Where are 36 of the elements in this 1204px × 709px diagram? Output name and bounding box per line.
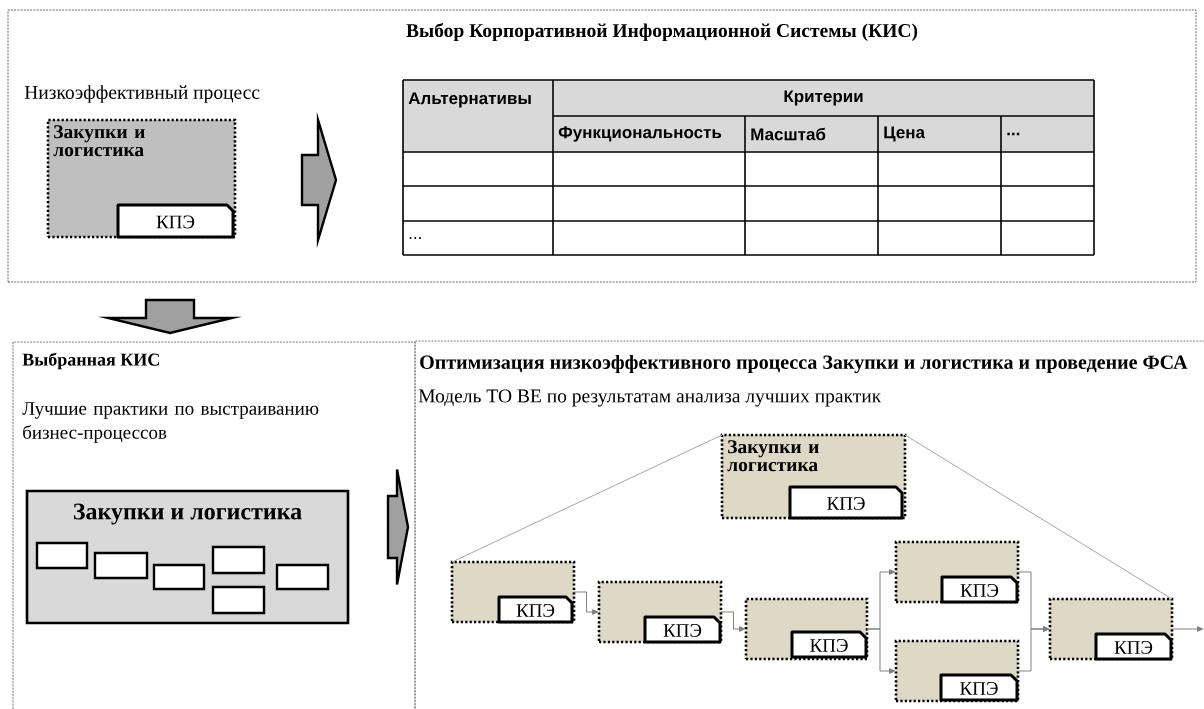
panel-text: Лучшие практики по выстраиванию бизнес-процессов — [22, 402, 319, 443]
panel-text: Модель ТО ВЕ по результатам анализа лучших практик — [418, 389, 882, 407]
connector-line — [451, 434, 723, 563]
kpi-tag: КПЭ — [497, 595, 574, 624]
step-box — [93, 551, 149, 580]
arrow — [1017, 626, 1050, 672]
table-cell: Масштаб — [751, 127, 826, 141]
panel-title: Выбор Корпоративной Информационной Системы (КИС) — [406, 22, 918, 42]
step-box — [275, 563, 330, 591]
arrow — [573, 591, 599, 615]
kpi-tag: КПЭ — [790, 630, 868, 659]
table-cell: Функциональность — [558, 126, 722, 142]
block-arrow — [300, 111, 338, 249]
kpi-tag: КПЭ — [643, 615, 722, 644]
kpi-tag: КПЭ — [788, 485, 904, 520]
panel-title: Выбранная КИС — [22, 352, 159, 370]
step-box — [211, 545, 266, 575]
table-cell: ... — [409, 237, 421, 239]
step-box — [152, 563, 206, 591]
step-box — [35, 541, 89, 570]
table-cell: ... — [1007, 132, 1020, 136]
panel-title: Оптимизация низкоэффективного процесса Закупки и логистика и проведение ФСА — [420, 354, 1188, 374]
table-cell: Альтернативы — [408, 92, 531, 108]
arrow — [720, 611, 746, 632]
arrow — [866, 628, 896, 674]
connector-line — [904, 434, 1173, 600]
kpi-tag: КПЭ — [940, 575, 1019, 604]
table-cell: Критерии — [784, 90, 863, 106]
kpi-tag: КПЭ — [939, 673, 1019, 702]
kpi-tag: КПЭ — [116, 203, 235, 239]
step-box — [211, 585, 266, 615]
arrow — [1171, 626, 1204, 632]
table-cell: Цена — [884, 126, 926, 142]
kpi-tag: КПЭ — [1094, 632, 1173, 661]
block-arrow — [386, 468, 410, 586]
panel-text: Низкоэффективный процесс — [24, 85, 260, 103]
